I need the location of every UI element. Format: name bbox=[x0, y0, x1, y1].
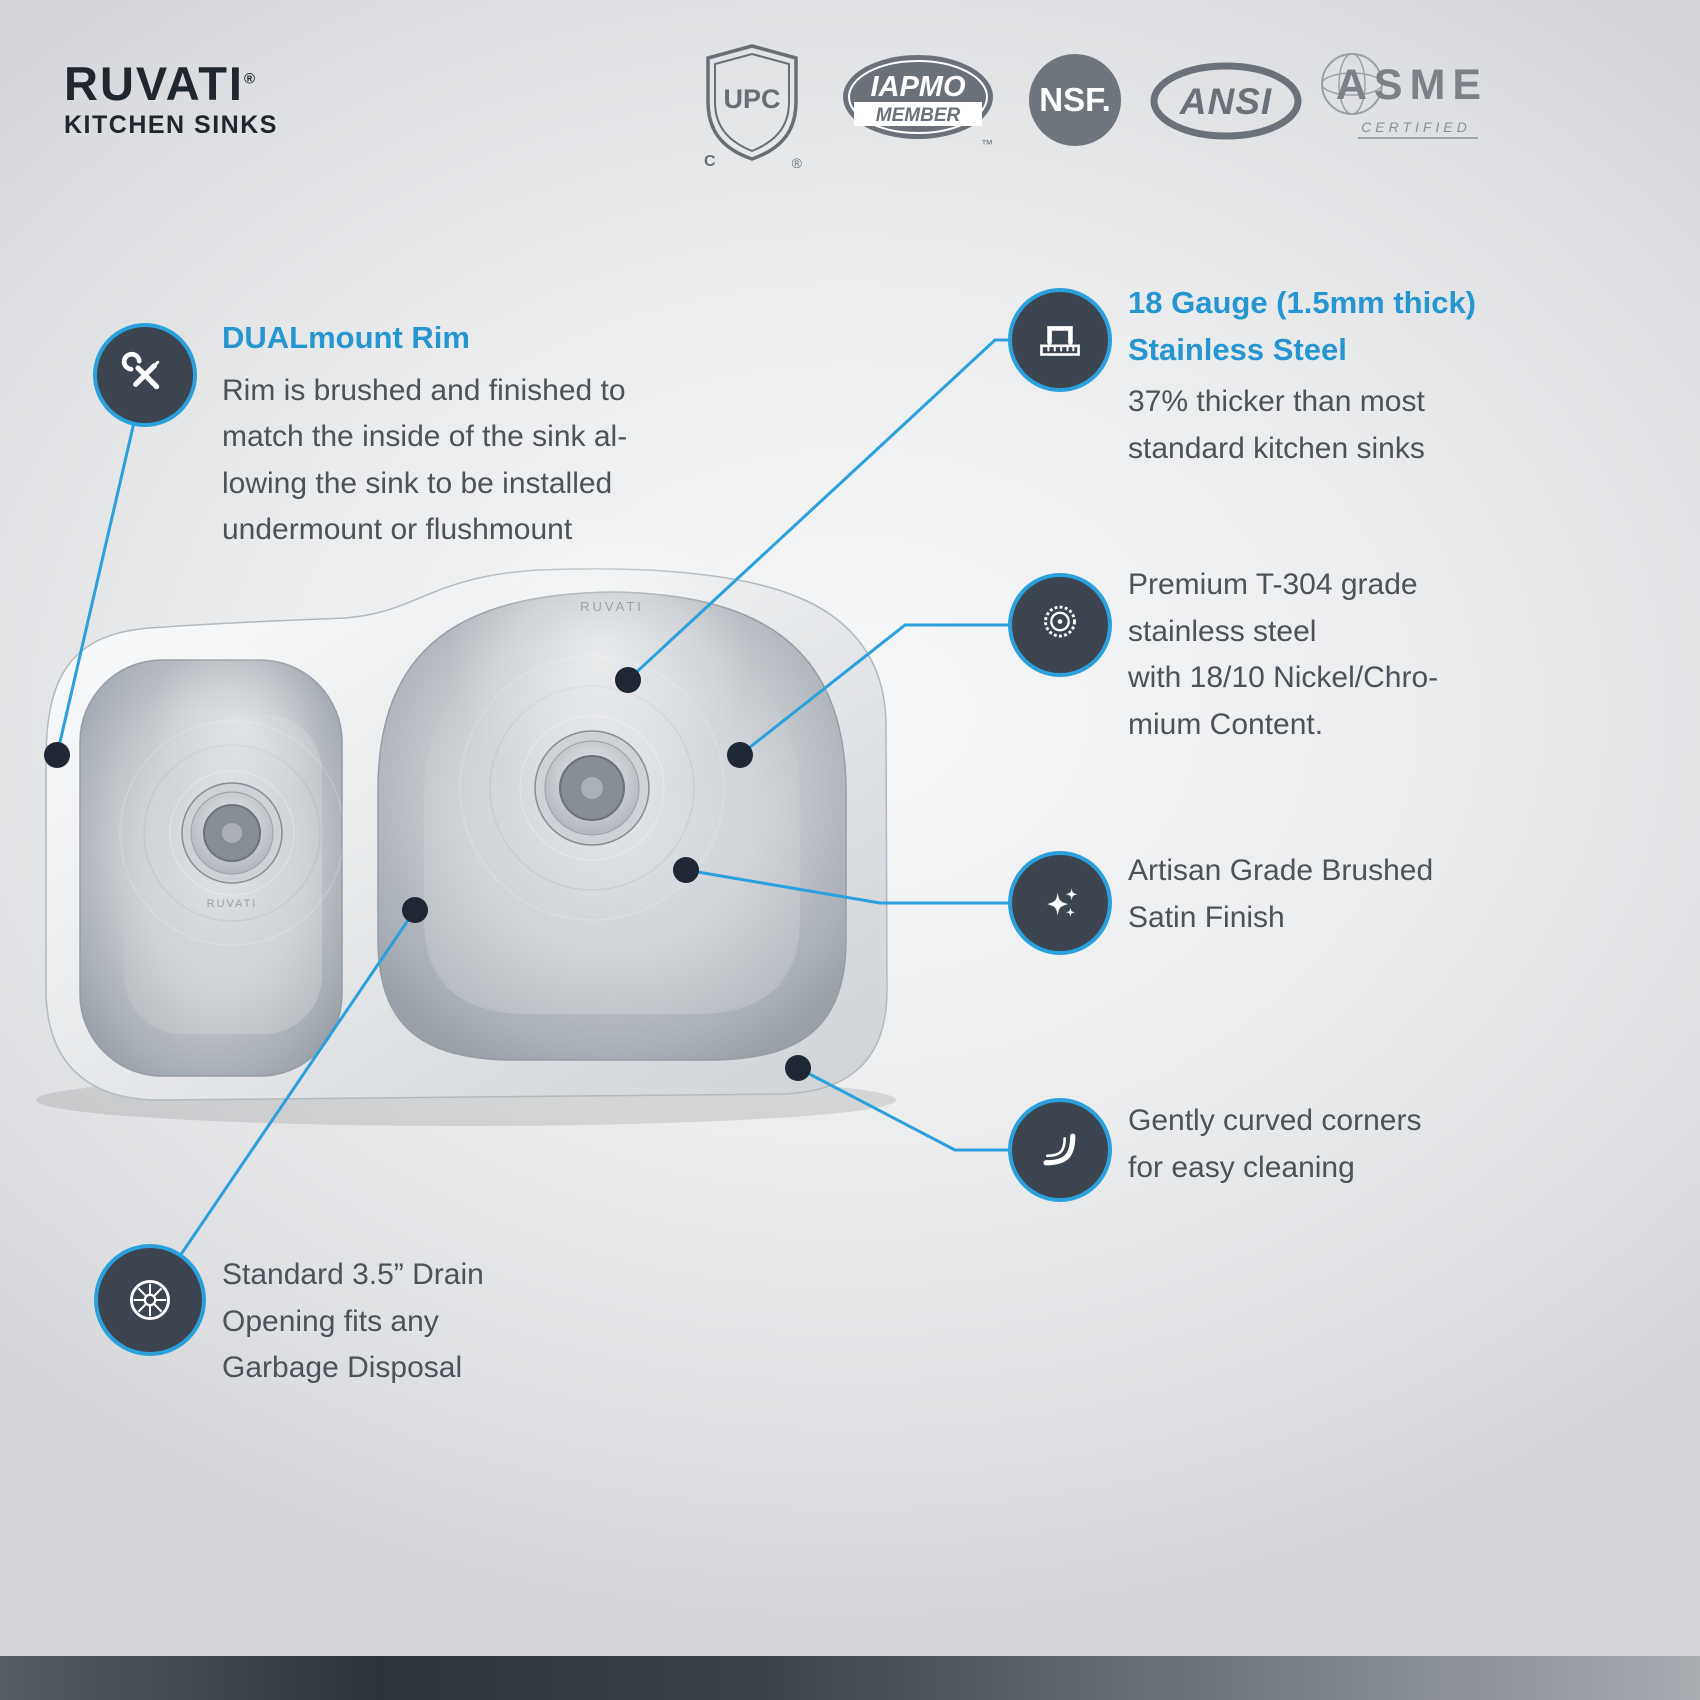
brand-name-text: RUVATI bbox=[64, 57, 244, 110]
sparkles-icon bbox=[1047, 887, 1078, 917]
dualmount-body: Rim is brushed and finished to match the… bbox=[222, 373, 628, 547]
asme-logo-icon: ASME CERTIFIED bbox=[1321, 53, 1488, 139]
artisan-body: Artisan Grade Brushed Satin Finish bbox=[1128, 854, 1434, 934]
sink-rim-stamp: RUVATI bbox=[580, 599, 644, 614]
tools-icon bbox=[121, 351, 160, 390]
iapmo-tm: ™ bbox=[981, 137, 993, 151]
nsf-certification-badge: NSF. bbox=[1025, 50, 1125, 155]
iapmo-name: IAPMO bbox=[870, 71, 966, 103]
ruler-gauge-icon bbox=[1040, 326, 1080, 356]
upc-label: UPC bbox=[723, 84, 780, 114]
dualmount-callout: DUALmount Rim Rim is brushed and finishe… bbox=[222, 315, 692, 554]
artisan-callout: Artisan Grade Brushed Satin Finish bbox=[1128, 848, 1508, 941]
dot-premium bbox=[727, 742, 753, 768]
gauge-title: 18 Gauge (1.5mm thick) Stainless Steel bbox=[1128, 285, 1477, 367]
gauge-callout-icon bbox=[1012, 292, 1108, 388]
corners-callout: Gently curved corners for easy cleaning bbox=[1128, 1098, 1508, 1191]
corners-body: Gently curved corners for easy cleaning bbox=[1128, 1104, 1422, 1184]
gauge-body: 37% thicker than most standard kitchen s… bbox=[1128, 385, 1425, 465]
upc-certification-badge: UPC C ® bbox=[700, 40, 805, 177]
ansi-oval-icon: ANSI bbox=[1150, 62, 1302, 140]
connector-artisan bbox=[685, 868, 1060, 905]
asme-certified: CERTIFIED bbox=[1361, 119, 1471, 135]
brand-logo: RUVATI® KITCHEN SINKS bbox=[64, 60, 278, 140]
brand-name: RUVATI® bbox=[64, 60, 278, 107]
brand-tagline: KITCHEN SINKS bbox=[64, 111, 278, 139]
dualmount-title: DUALmount Rim bbox=[222, 320, 470, 355]
drain-callout: Standard 3.5” Drain Opening fits any Gar… bbox=[222, 1252, 542, 1392]
premium-body: Premium T-304 grade stainless steel with… bbox=[1128, 568, 1439, 741]
iapmo-member: MEMBER bbox=[876, 105, 961, 126]
upc-shield-icon: UPC C ® bbox=[704, 44, 803, 171]
iapmo-certification-badge: IAPMO MEMBER ™ bbox=[838, 52, 1000, 159]
drain-body: Standard 3.5” Drain Opening fits any Gar… bbox=[222, 1258, 484, 1384]
premium-callout-icon bbox=[1012, 577, 1108, 673]
artisan-callout-icon bbox=[1012, 855, 1108, 951]
iapmo-oval-icon: IAPMO MEMBER ™ bbox=[843, 55, 993, 151]
connector-dualmount bbox=[55, 374, 147, 756]
drain-callout-icon bbox=[98, 1248, 202, 1352]
upc-registered: ® bbox=[792, 155, 803, 171]
dot-corners bbox=[785, 1055, 811, 1081]
bottom-gradient-bar bbox=[0, 1656, 1700, 1700]
registered-mark: ® bbox=[243, 70, 258, 88]
dot-gauge bbox=[615, 667, 641, 693]
connector-premium bbox=[739, 623, 1060, 757]
upc-c: C bbox=[704, 153, 716, 170]
premium-callout: Premium T-304 grade stainless steel with… bbox=[1128, 562, 1508, 748]
asme-name: ASME bbox=[1336, 61, 1488, 109]
left-drain bbox=[181, 782, 283, 884]
curved-corner-icon bbox=[1043, 1133, 1076, 1166]
asme-certification-badge: ASME CERTIFIED bbox=[1316, 44, 1496, 157]
dot-drain bbox=[402, 897, 428, 923]
sink-bowl-stamp: RUVATI bbox=[207, 898, 258, 910]
dualmount-callout-icon bbox=[97, 327, 193, 423]
corners-callout-icon bbox=[1012, 1102, 1108, 1198]
right-drain bbox=[534, 730, 650, 846]
ansi-name: ANSI bbox=[1179, 81, 1272, 122]
drain-icon bbox=[129, 1279, 171, 1321]
award-medal-icon bbox=[1044, 605, 1076, 638]
nsf-circle-icon: NSF. bbox=[1029, 54, 1121, 146]
connector-drain bbox=[148, 909, 417, 1301]
dot-artisan bbox=[673, 857, 699, 883]
callout-marker-dots bbox=[44, 667, 811, 1081]
ansi-certification-badge: ANSI bbox=[1148, 60, 1306, 147]
dot-dualmount bbox=[44, 742, 70, 768]
nsf-name: NSF. bbox=[1039, 81, 1111, 118]
gauge-callout: 18 Gauge (1.5mm thick) Stainless Steel 3… bbox=[1128, 280, 1528, 472]
